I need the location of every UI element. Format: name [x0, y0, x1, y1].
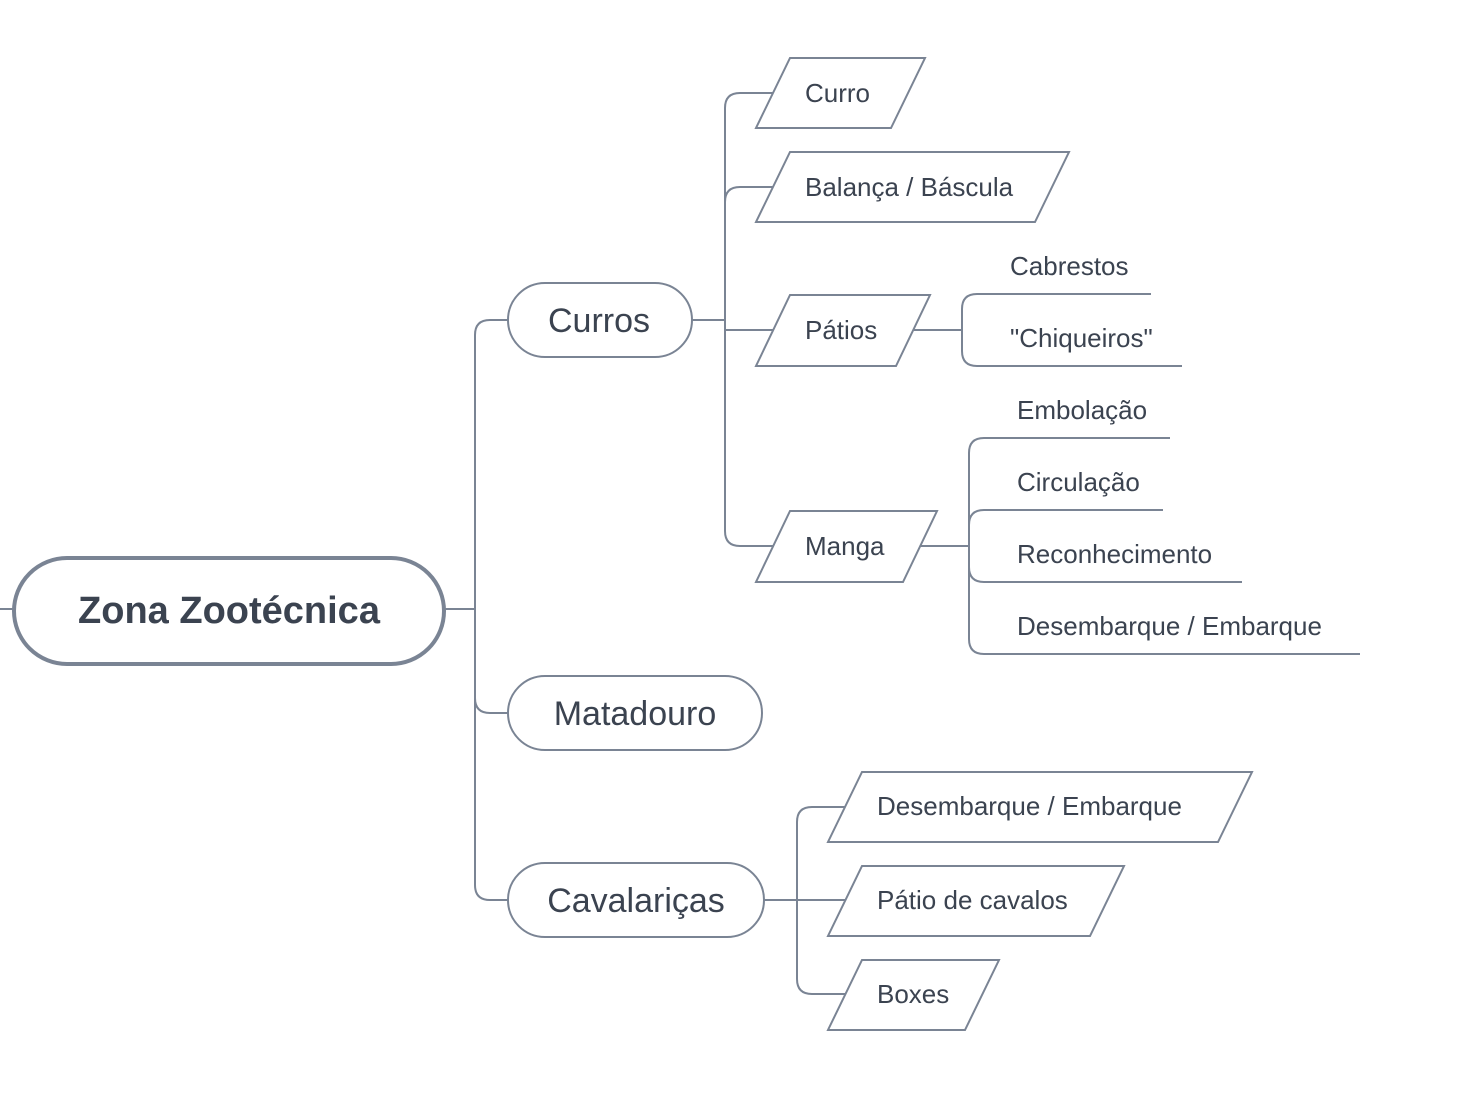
node-desembarque-manga-label[interactable]: Desembarque / Embarque: [1017, 611, 1322, 641]
patios-children-bracket: [961, 293, 1182, 367]
node-patios[interactable]: Pátios: [754, 294, 932, 367]
node-patio-cavalos-shape: [826, 865, 1126, 937]
node-cavalaricas-label: Cavalariças: [547, 882, 725, 920]
node-balanca-shape: [754, 151, 1071, 223]
level1-trunk: [474, 319, 508, 901]
node-boxes-label: Boxes: [877, 979, 949, 1009]
balanca-connector: [724, 186, 776, 203]
node-desembarque-cavalaricas-shape: [826, 771, 1254, 843]
root-node[interactable]: Zona Zootécnica: [12, 556, 446, 666]
node-matadouro-shape: [507, 675, 763, 751]
node-curros-shape: [507, 282, 693, 358]
node-circulacao-label[interactable]: Circulação: [1017, 467, 1140, 497]
node-cavalaricas[interactable]: Cavalariças: [507, 862, 765, 938]
reconhecimento-underline: [968, 566, 1242, 583]
node-curro[interactable]: Curro: [754, 57, 927, 129]
node-chiqueiros-label[interactable]: "Chiqueiros": [1010, 323, 1153, 353]
node-boxes[interactable]: Boxes: [826, 959, 1001, 1031]
node-matadouro[interactable]: Matadouro: [507, 675, 763, 751]
node-curro-shape: [754, 57, 927, 129]
node-patio-cavalos-label: Pátio de cavalos: [877, 885, 1068, 915]
circulacao-underline: [968, 509, 1163, 526]
node-manga-shape: [754, 510, 939, 583]
node-curros[interactable]: Curros: [507, 282, 693, 358]
root-node-shape: [12, 556, 446, 666]
node-reconhecimento-label[interactable]: Reconhecimento: [1017, 539, 1212, 569]
manga-children-bracket: [968, 437, 1360, 655]
node-patios-label: Pátios: [805, 315, 877, 345]
matadouro-connector: [474, 697, 508, 714]
node-desembarque-cavalaricas[interactable]: Desembarque / Embarque: [826, 771, 1254, 843]
curros-trunk: [724, 92, 776, 547]
connectors: [0, 92, 1360, 995]
node-manga-label: Manga: [805, 531, 885, 561]
node-balanca[interactable]: Balança / Báscula: [754, 151, 1071, 223]
node-boxes-shape: [826, 959, 1001, 1031]
node-patios-shape: [754, 294, 932, 367]
node-curros-label: Curros: [548, 302, 650, 340]
node-embolacao-label[interactable]: Embolação: [1017, 395, 1147, 425]
node-cavalaricas-shape: [507, 862, 765, 938]
node-cabrestos-label[interactable]: Cabrestos: [1010, 251, 1129, 281]
node-manga[interactable]: Manga: [754, 510, 939, 583]
node-desembarque-cavalaricas-label: Desembarque / Embarque: [877, 791, 1182, 821]
node-balanca-label: Balança / Báscula: [805, 172, 1014, 202]
node-matadouro-label: Matadouro: [554, 695, 717, 733]
root-node-label: Zona Zootécnica: [78, 590, 381, 632]
node-curro-label: Curro: [805, 78, 870, 108]
node-patio-cavalos[interactable]: Pátio de cavalos: [826, 865, 1126, 937]
